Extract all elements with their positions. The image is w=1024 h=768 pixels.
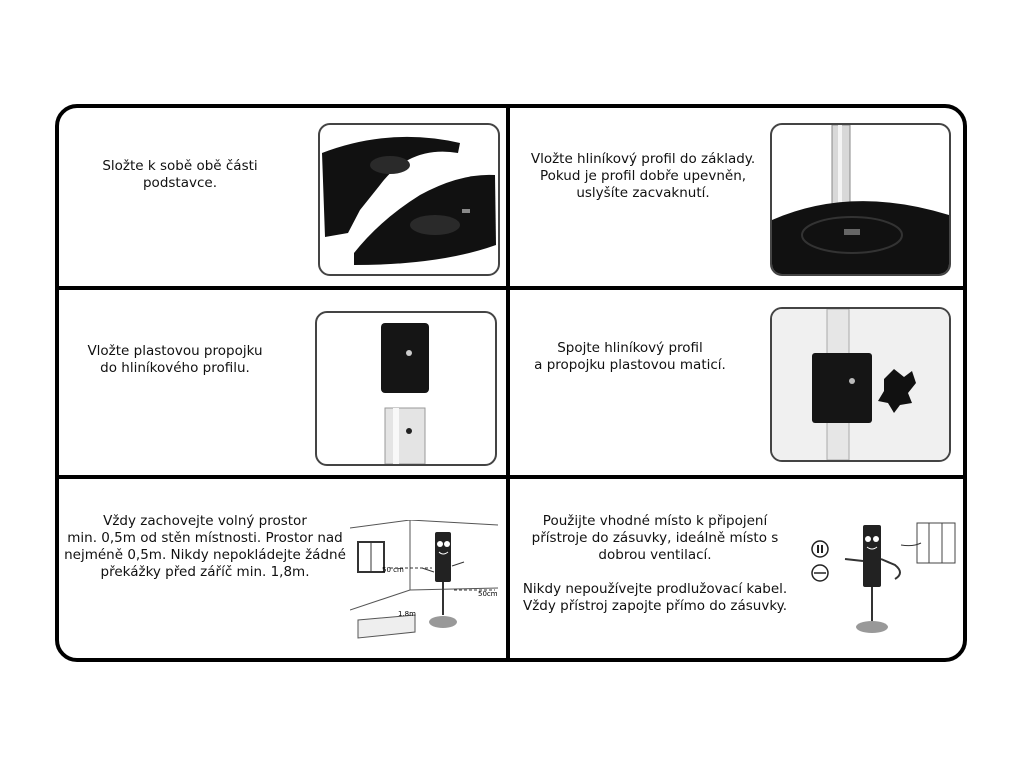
step-5-clearance-diagram: 50 cm 50cm 1.8m bbox=[349, 519, 500, 640]
step-2-photo-profile-in-base bbox=[770, 123, 951, 276]
step-4-text: Spojte hliníkový profil a propojku plast… bbox=[534, 340, 726, 373]
front-distance-label: 1.8m bbox=[398, 610, 416, 618]
side-distance-label: 50cm bbox=[478, 590, 498, 598]
step-6-text: Použijte vhodné místo k připojení přístr… bbox=[522, 513, 788, 614]
grid-divider-horizontal-1 bbox=[57, 286, 965, 290]
step-4-photo-nut-connection bbox=[770, 307, 951, 462]
step-2-text: Vložte hliníkový profil do základy. Poku… bbox=[530, 151, 756, 201]
step-6-power-diagram bbox=[805, 515, 965, 640]
step-1-photo-base-halves bbox=[318, 123, 500, 276]
no-extension-cord-icon bbox=[811, 564, 829, 582]
grid-divider-vertical bbox=[506, 106, 510, 662]
step-3-photo-connector bbox=[315, 311, 497, 466]
step-1-text: Složte k sobě obě části podstavce. bbox=[102, 158, 258, 191]
wall-distance-label: 50 cm bbox=[382, 566, 404, 574]
instruction-frame bbox=[55, 104, 967, 662]
step-5-text: Vždy zachovejte volný prostor min. 0,5m … bbox=[64, 513, 346, 580]
plug-socket-icon bbox=[811, 540, 829, 558]
grid-divider-horizontal-2 bbox=[57, 475, 965, 479]
step-3-text: Vložte plastovou propojku do hliníkového… bbox=[87, 343, 263, 376]
